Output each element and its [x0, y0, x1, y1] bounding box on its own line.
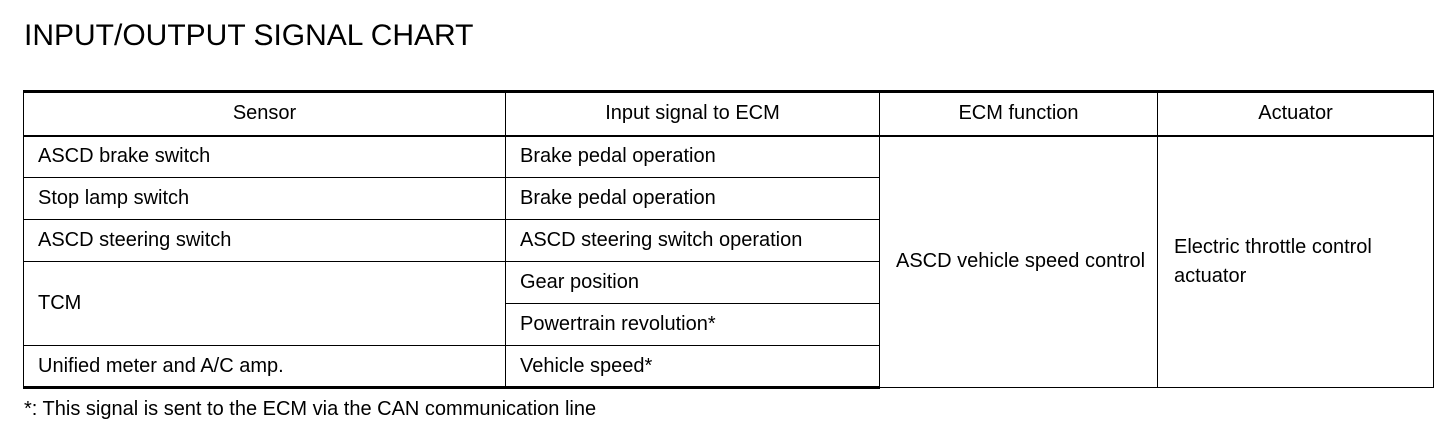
actuator-cell: Electric throttle control actuator: [1157, 135, 1434, 388]
input-signal-cell: Vehicle speed*: [505, 345, 880, 389]
table-row: Stop lamp switch Brake pedal operation: [23, 177, 1434, 220]
sensor-cell: TCM: [23, 261, 506, 346]
table-row: Powertrain revolution*: [24, 303, 1434, 346]
table-row: Unified meter and A/C amp. Vehicle speed…: [23, 345, 1434, 389]
sensor-cell: ASCD steering switch: [23, 219, 506, 262]
signal-chart-table: Sensor Input signal to ECM ECM function …: [23, 90, 1434, 389]
input-signal-cell: Gear position: [505, 261, 880, 304]
sensor-cell: Stop lamp switch: [23, 177, 506, 220]
header-ecm-function: ECM function: [879, 90, 1158, 137]
sensor-cell: Unified meter and A/C amp.: [23, 345, 506, 389]
input-signal-cell: Powertrain revolution*: [505, 303, 880, 346]
input-signal-cell: Brake pedal operation: [505, 135, 880, 178]
page-title: INPUT/OUTPUT SIGNAL CHART: [24, 19, 474, 52]
table-row: TCM Gear position: [23, 261, 1434, 346]
table-row: ASCD steering switch ASCD steering switc…: [23, 219, 1434, 262]
footnote: *: This signal is sent to the ECM via th…: [24, 398, 597, 420]
input-signal-cell: Brake pedal operation: [505, 177, 880, 220]
header-actuator: Actuator: [1157, 90, 1434, 137]
header-input-signal: Input signal to ECM: [505, 90, 880, 137]
ecm-function-cell: ASCD vehicle speed control: [879, 135, 1158, 388]
header-sensor: Sensor: [23, 90, 506, 137]
input-signal-cell: ASCD steering switch operation: [505, 219, 880, 262]
table-row: ASCD brake switch Brake pedal operation …: [23, 135, 1434, 388]
table-header-row: Sensor Input signal to ECM ECM function …: [23, 90, 1434, 137]
sensor-cell: ASCD brake switch: [23, 135, 506, 178]
